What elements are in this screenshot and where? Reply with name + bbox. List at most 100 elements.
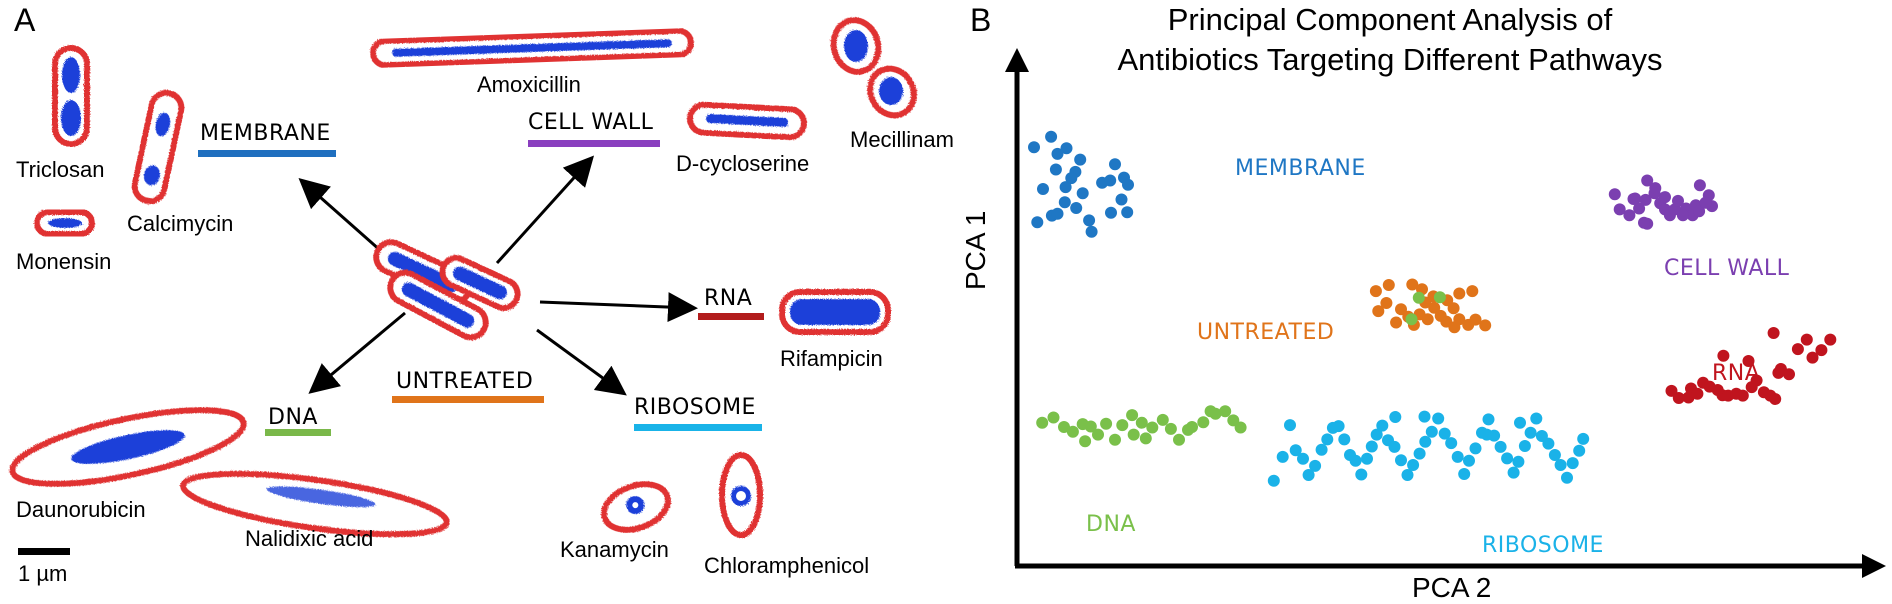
point-rna	[1750, 374, 1763, 387]
axes	[1005, 48, 1886, 578]
point-ribosome	[1388, 440, 1401, 453]
point-ribosome	[1267, 474, 1280, 487]
point-untreated	[1453, 313, 1466, 326]
point-dna	[1156, 413, 1169, 426]
panel-b-letter: B	[970, 2, 992, 38]
point-membrane	[1105, 206, 1117, 219]
y-axis-arrowhead	[1005, 48, 1029, 72]
point-membrane	[1045, 130, 1058, 143]
pathway-bar-ribosome	[634, 424, 762, 431]
panel-a-diagram	[9, 17, 917, 555]
point-cell-wall	[1649, 182, 1662, 195]
point-rna	[1767, 327, 1780, 339]
chart-title: Principal Component Analysis of Antibiot…	[1010, 0, 1770, 80]
point-cell-wall	[1676, 209, 1689, 222]
point-untreated	[1369, 285, 1382, 298]
point-membrane	[1058, 196, 1071, 209]
point-rna	[1769, 393, 1782, 405]
point-dna	[1219, 405, 1232, 418]
point-cell-wall	[1608, 188, 1621, 201]
point-dna	[1164, 422, 1177, 435]
point-ribosome	[1501, 452, 1514, 465]
point-ribosome	[1458, 468, 1471, 480]
point-cell-wall	[1699, 196, 1712, 209]
point-rna	[1800, 333, 1813, 346]
point-ribosome	[1530, 412, 1543, 425]
point-ribosome	[1349, 454, 1362, 467]
cell-d-cycloserine	[687, 101, 807, 141]
point-ribosome	[1451, 450, 1464, 463]
point-ribosome	[1514, 416, 1526, 429]
point-rna	[1736, 389, 1749, 402]
cell-daunorubicin	[9, 407, 247, 487]
point-ribosome	[1365, 440, 1378, 453]
point-cell-wall	[1633, 202, 1646, 215]
point-ribosome	[1309, 459, 1322, 472]
label-daunorubicin: Daunorubicin	[16, 497, 146, 522]
point-dna	[1412, 291, 1425, 304]
cell-chloramphenicol	[719, 452, 763, 538]
x-axis-arrowhead	[1862, 554, 1886, 578]
pathway-bar-cell-wall	[528, 140, 660, 147]
label-amoxicillin: Amoxicillin	[477, 72, 581, 97]
point-dna	[1173, 433, 1185, 446]
x-axis-label: PCA 2	[1412, 572, 1492, 603]
point-ribosome	[1321, 433, 1334, 446]
point-cell-wall	[1641, 174, 1654, 187]
point-untreated	[1372, 305, 1385, 318]
point-ribosome	[1284, 419, 1296, 432]
point-ribosome	[1480, 428, 1493, 441]
point-membrane	[1076, 187, 1089, 200]
point-cell-wall	[1659, 191, 1671, 204]
cell-calcimycin	[131, 89, 185, 205]
pathway-bar-membrane	[198, 150, 336, 157]
point-untreated	[1382, 279, 1395, 291]
point-untreated	[1453, 287, 1466, 300]
point-membrane	[1085, 225, 1098, 238]
pathway-bar-untreated	[392, 396, 544, 403]
point-rna	[1824, 333, 1837, 346]
point-ribosome	[1401, 469, 1414, 481]
point-ribosome	[1507, 466, 1520, 479]
point-ribosome	[1425, 425, 1438, 438]
point-untreated	[1380, 297, 1393, 309]
point-membrane	[1104, 174, 1117, 187]
point-dna	[1209, 407, 1222, 420]
point-dna	[1234, 421, 1247, 434]
point-ribosome	[1573, 444, 1586, 457]
point-ribosome	[1577, 432, 1590, 445]
point-cell-wall	[1639, 193, 1652, 206]
point-membrane	[1115, 193, 1128, 206]
point-membrane	[1074, 153, 1087, 166]
point-membrane	[1121, 206, 1134, 219]
cluster-label-membrane: MEMBRANE	[1235, 156, 1366, 181]
cluster-label-rna: RNA	[1712, 361, 1761, 386]
label-d-cycloserine: D-cycloserine	[676, 151, 810, 176]
point-rna	[1791, 343, 1804, 356]
pathway-label-cell-wall: CELL WALL	[528, 110, 654, 135]
point-rna	[1691, 387, 1704, 400]
pathway-bar-rna	[698, 313, 764, 320]
point-cell-wall	[1693, 179, 1706, 192]
point-membrane	[1051, 147, 1064, 160]
point-untreated	[1479, 319, 1492, 332]
point-ribosome	[1413, 447, 1426, 460]
point-ribosome	[1370, 428, 1383, 441]
point-ribosome	[1554, 459, 1567, 471]
point-rna	[1742, 355, 1755, 367]
point-cell-wall	[1672, 194, 1684, 207]
point-dna	[1139, 432, 1152, 445]
label-mecillinam: Mecillinam	[850, 127, 954, 152]
point-ribosome	[1432, 412, 1445, 425]
cluster-label-untreated: UNTREATED	[1197, 320, 1335, 345]
arrow-dna	[308, 311, 406, 394]
point-ribosome	[1376, 419, 1389, 432]
arrow-rna	[539, 292, 698, 323]
label-triclosan: Triclosan	[16, 157, 105, 182]
point-membrane	[1049, 163, 1062, 176]
cell-mecillinam	[830, 17, 917, 119]
pathway-label-ribosome: RIBOSOME	[634, 395, 756, 420]
point-membrane	[1122, 178, 1134, 191]
point-dna	[1127, 428, 1140, 441]
